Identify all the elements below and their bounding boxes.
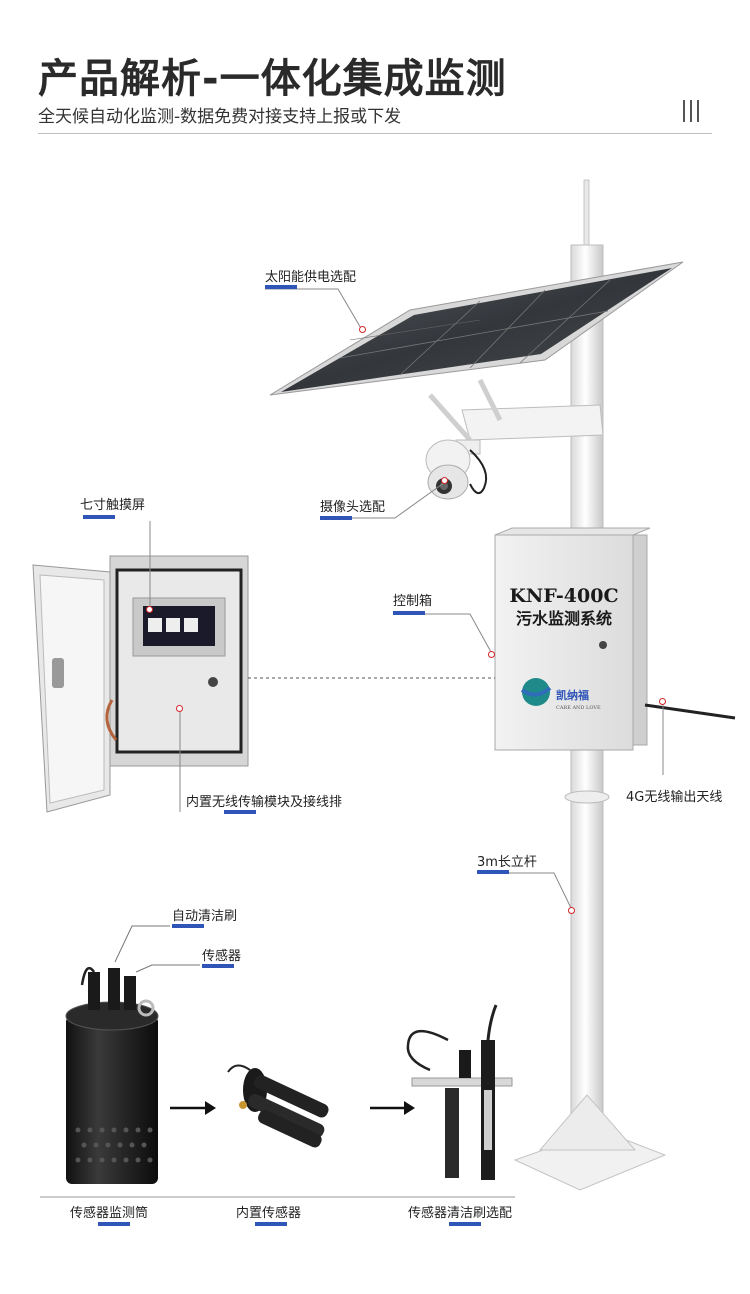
label-touchscreen: 七寸触摸屏 [80,498,146,513]
box-brand: 凯纳福 [556,688,589,702]
page-subtitle: 全天候自动化监测-数据免费对接支持上报或下发 [38,107,402,127]
touchscreen-marker [146,606,153,613]
internal-sensor [227,1064,329,1148]
box-brand-en: CARE AND LOVE [556,705,601,711]
box-model: KNF-400C [509,585,618,607]
label-wireless: 内置无线传输模块及接线排 [186,795,343,810]
label-pole-underline [477,870,509,874]
label-brush-underline [172,924,204,928]
label-brush: 自动清洁刷 [172,909,238,924]
caption-brush: 传感器清洁刷选配 [408,1206,513,1221]
camera-marker [441,477,448,484]
caption-internal-sensor: 内置传感器 [236,1206,302,1221]
caption-brush-underline [449,1222,481,1226]
label-pole: 3m长立杆 [477,855,537,870]
sensor-canister [65,966,159,1184]
label-camera-underline [320,516,352,520]
wireless-marker [176,705,183,712]
header-divider [38,133,712,134]
control-box-marker [488,651,495,658]
camera [425,439,488,500]
solar-marker [359,326,366,333]
label-solar-underline [265,285,297,289]
label-solar: 太阳能供电选配 [265,270,357,285]
label-sensor: 传感器 [202,949,242,964]
label-antenna: 4G无线输出天线 [626,790,723,805]
control-box [494,527,736,751]
box-system: 污水监测系统 [516,609,612,628]
pole-marker [568,907,575,914]
label-camera: 摄像头选配 [320,500,386,515]
label-wireless-underline [224,810,256,814]
label-control-box-underline [393,611,425,615]
caption-canister-underline [98,1222,130,1226]
menu-bars-icon [681,100,703,122]
cabinet [32,555,249,813]
solar-panel [269,261,684,396]
page-title: 产品解析-一体化集成监测 [38,56,507,102]
label-sensor-underline [202,964,234,968]
antenna-marker [659,698,666,705]
brush-assembly [406,1004,513,1180]
label-touchscreen-underline [83,515,115,519]
label-control-box: 控制箱 [393,594,433,609]
caption-canister: 传感器监测筒 [70,1206,149,1221]
caption-internal-sensor-underline [255,1222,287,1226]
